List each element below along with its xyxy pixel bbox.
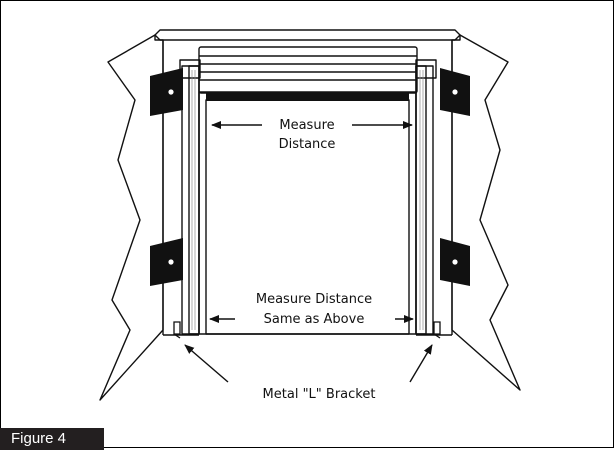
right-wall-outline: [451, 34, 521, 391]
right-l-bracket: [433, 321, 441, 339]
measure-bottom-label-line2: Same as Above: [264, 312, 365, 327]
measure-top-label-line1: Measure: [279, 118, 334, 133]
bracket-label: Metal "L" Bracket: [263, 387, 376, 402]
right-side-pad: [415, 65, 434, 335]
head-pad: [198, 46, 418, 94]
left-lower-mount: [150, 238, 183, 286]
header-frame: [154, 29, 461, 41]
bracket-arrow-right: [409, 344, 433, 383]
figure-label: Figure 4: [0, 428, 104, 450]
left-l-bracket: [173, 321, 181, 339]
head-band: [206, 92, 409, 101]
measure-bottom-label-line1: Measure Distance: [256, 292, 372, 307]
measure-top-label-line2: Distance: [279, 137, 336, 152]
left-side-pad: [181, 65, 200, 335]
left-wall-outline: [99, 34, 164, 401]
bracket-arrow-left: [184, 344, 229, 383]
left-upper-mount: [150, 68, 183, 116]
